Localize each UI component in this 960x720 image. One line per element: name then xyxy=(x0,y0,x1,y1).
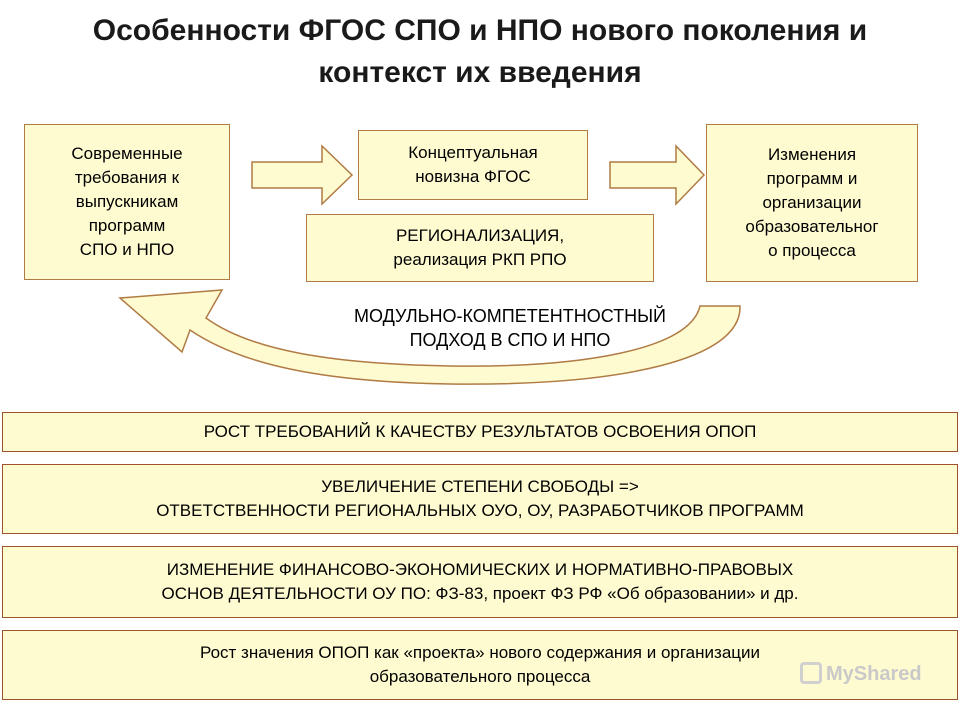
bar-opop-project-text: Рост значения ОПОП как «проекта» нового … xyxy=(199,643,760,686)
box-requirements-text: Современные требования к выпускникам про… xyxy=(71,144,183,259)
box-changes-text: Изменения программ и организации образов… xyxy=(745,145,879,260)
watermark-text: MyShared xyxy=(826,663,922,685)
arrow-right-2 xyxy=(609,144,706,206)
box-requirements: Современные требования к выпускникам про… xyxy=(24,124,230,280)
bar-freedom-increase: УВЕЛИЧЕНИЕ СТЕПЕНИ СВОБОДЫ => ОТВЕТСТВЕН… xyxy=(2,464,958,534)
bar-finance-legal-text: ИЗМЕНЕНИЕ ФИНАНСОВО-ЭКОНОМИЧЕСКИХ И НОРМ… xyxy=(161,560,799,603)
box-novelty: Концептуальная новизна ФГОС xyxy=(358,130,588,200)
watermark-logo-icon xyxy=(800,662,822,684)
box-regionalization: РЕГИОНАЛИЗАЦИЯ, реализация РКП РПО xyxy=(306,214,654,282)
bar-freedom-increase-text: УВЕЛИЧЕНИЕ СТЕПЕНИ СВОБОДЫ => ОТВЕТСТВЕН… xyxy=(156,477,804,520)
arrow-right-1 xyxy=(251,144,354,206)
bar-finance-legal: ИЗМЕНЕНИЕ ФИНАНСОВО-ЭКОНОМИЧЕСКИХ И НОРМ… xyxy=(2,546,958,618)
curved-arrow xyxy=(118,289,741,385)
box-regionalization-text: РЕГИОНАЛИЗАЦИЯ, реализация РКП РПО xyxy=(393,226,567,269)
watermark: MyShared xyxy=(800,662,922,686)
bar-quality-growth-text: РОСТ ТРЕБОВАНИЙ К КАЧЕСТВУ РЕЗУЛЬТАТОВ О… xyxy=(203,422,757,441)
approach-label: МОДУЛЬНО-КОМПЕТЕНТНОСТНЫЙ ПОДХОД В СПО И… xyxy=(354,306,666,350)
page-title: Особенности ФГОС СПО и НПО нового поколе… xyxy=(92,14,868,89)
bar-opop-project: Рост значения ОПОП как «проекта» нового … xyxy=(2,630,958,700)
bar-quality-growth: РОСТ ТРЕБОВАНИЙ К КАЧЕСТВУ РЕЗУЛЬТАТОВ О… xyxy=(2,412,958,452)
box-changes: Изменения программ и организации образов… xyxy=(706,124,918,282)
box-novelty-text: Концептуальная новизна ФГОС xyxy=(408,143,538,186)
